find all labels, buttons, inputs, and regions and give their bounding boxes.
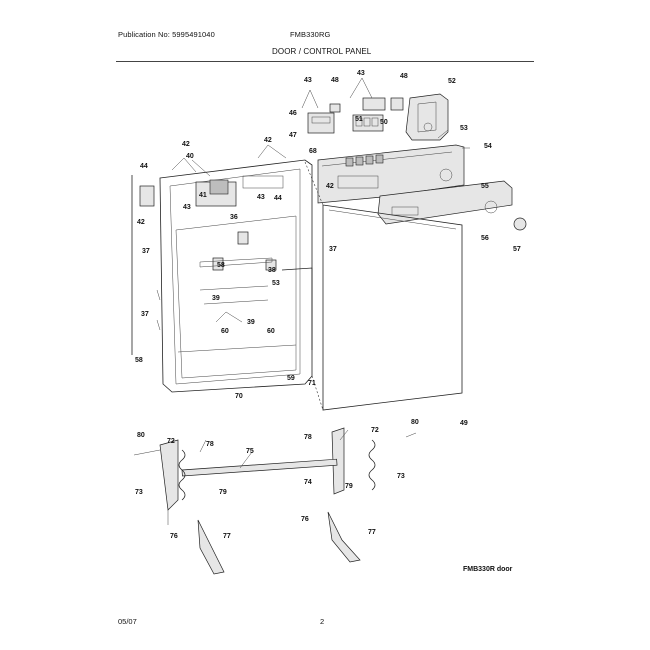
page-number: 2 bbox=[320, 617, 325, 626]
callout: 71 bbox=[308, 380, 316, 387]
callout: 43 bbox=[357, 70, 365, 77]
callout: 57 bbox=[513, 246, 521, 253]
callout: 44 bbox=[274, 195, 282, 202]
callout: 60 bbox=[267, 328, 275, 335]
callout: 59 bbox=[287, 375, 295, 382]
callout: 70 bbox=[235, 393, 243, 400]
callout: 48 bbox=[400, 73, 408, 80]
callout: 79 bbox=[219, 489, 227, 496]
callout: 80 bbox=[137, 432, 145, 439]
switch-assembly-part bbox=[352, 114, 384, 132]
callout: 49 bbox=[460, 420, 468, 427]
header-rule bbox=[116, 61, 534, 62]
control-console-panel bbox=[317, 144, 465, 204]
inner-door-frame bbox=[159, 159, 313, 393]
hinge-assembly bbox=[133, 427, 417, 575]
callout: 72 bbox=[371, 427, 379, 434]
callout: 72 bbox=[167, 438, 175, 445]
callout: 41 bbox=[199, 192, 207, 199]
diagram-caption: FMB330R door bbox=[463, 566, 513, 573]
control-panel-parts bbox=[307, 93, 527, 411]
callout: 60 bbox=[221, 328, 229, 335]
callout: 75 bbox=[246, 448, 254, 455]
callout: 58 bbox=[135, 357, 143, 364]
callout: 53 bbox=[460, 125, 468, 132]
knob-part bbox=[513, 217, 527, 231]
callout: 51 bbox=[355, 116, 363, 123]
callout: 39 bbox=[247, 319, 255, 326]
callout: 42 bbox=[326, 183, 334, 190]
right-hinge-arm bbox=[331, 427, 345, 495]
callout: 52 bbox=[448, 78, 456, 85]
callout: 78 bbox=[304, 434, 312, 441]
leader-lines bbox=[156, 77, 470, 469]
callout: 53 bbox=[272, 280, 280, 287]
callout: 43 bbox=[257, 194, 265, 201]
outer-door-panel bbox=[322, 204, 463, 411]
callout: 37 bbox=[329, 246, 337, 253]
callout: 44 bbox=[140, 163, 148, 170]
callout: 76 bbox=[301, 516, 309, 523]
callout: 43 bbox=[183, 204, 191, 211]
right-hinge-bracket bbox=[327, 511, 361, 563]
callout: 38 bbox=[268, 267, 276, 274]
callout: 68 bbox=[309, 148, 317, 155]
section-title: DOOR / CONTROL PANEL bbox=[272, 47, 372, 56]
callout: 55 bbox=[481, 183, 489, 190]
callout: 54 bbox=[484, 143, 492, 150]
callout: 73 bbox=[397, 473, 405, 480]
cover-part bbox=[405, 93, 449, 141]
callout-labels: 43 48 43 48 52 46 51 50 53 47 42 42 68 5… bbox=[135, 70, 521, 540]
callout: 40 bbox=[186, 153, 194, 160]
callout: 78 bbox=[206, 441, 214, 448]
callout: 56 bbox=[481, 235, 489, 242]
callout: 36 bbox=[230, 214, 238, 221]
callout: 42 bbox=[182, 141, 190, 148]
callout: 79 bbox=[345, 483, 353, 490]
callout: 37 bbox=[141, 311, 149, 318]
right-door-spring bbox=[368, 439, 376, 491]
callout: 80 bbox=[411, 419, 419, 426]
left-hinge-bracket bbox=[197, 519, 225, 575]
callout: 74 bbox=[304, 479, 312, 486]
callout: 77 bbox=[223, 533, 231, 540]
footer-date: 05/07 bbox=[118, 617, 137, 626]
callout: 50 bbox=[380, 119, 388, 126]
callout: 43 bbox=[304, 77, 312, 84]
callout: 77 bbox=[368, 529, 376, 536]
inner-door-assembly bbox=[131, 159, 324, 411]
callout: 76 bbox=[170, 533, 178, 540]
publication-number: Publication No: 5995491040 bbox=[118, 30, 215, 39]
door-cable-bar bbox=[181, 458, 338, 477]
callout: 48 bbox=[331, 77, 339, 84]
callout: 42 bbox=[264, 137, 272, 144]
control-lid bbox=[377, 180, 513, 225]
callout: 39 bbox=[212, 295, 220, 302]
callout: 73 bbox=[135, 489, 143, 496]
callout: 58 bbox=[217, 262, 225, 269]
hinge-part bbox=[139, 185, 155, 207]
left-hinge-arm bbox=[159, 439, 179, 511]
callout: 42 bbox=[137, 219, 145, 226]
left-door-spring bbox=[178, 449, 186, 501]
callout: 47 bbox=[289, 132, 297, 139]
callout: 37 bbox=[142, 248, 150, 255]
callout: 46 bbox=[289, 110, 297, 117]
model-number: FMB330RG bbox=[290, 30, 331, 39]
